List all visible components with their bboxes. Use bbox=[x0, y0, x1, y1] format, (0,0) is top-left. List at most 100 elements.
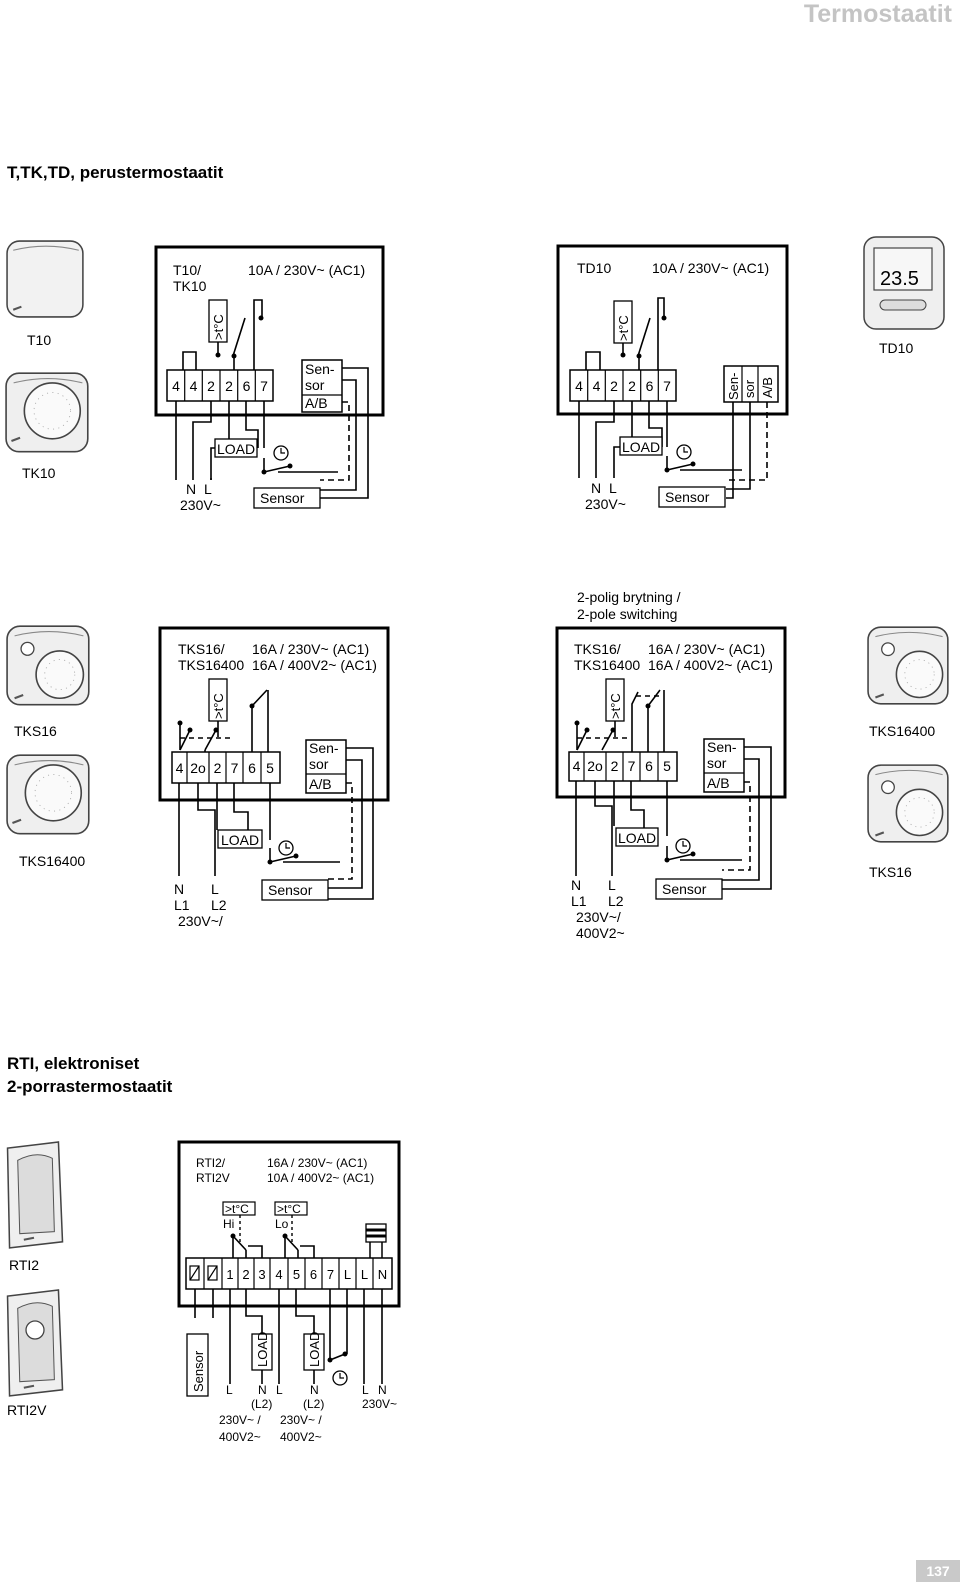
supply-l1: L1 bbox=[174, 897, 190, 913]
sensor-label-line2: sor bbox=[707, 755, 727, 771]
rating-label: 16A / 400V2~ (AC1) bbox=[648, 657, 773, 673]
sensor-label-line2: sor bbox=[742, 379, 757, 398]
model-label: TK10 bbox=[173, 278, 207, 294]
supply-n-l2: (L2) bbox=[303, 1397, 324, 1411]
supply-n: N bbox=[378, 1383, 387, 1397]
terminal-label: 2 bbox=[628, 378, 636, 394]
clock-icon bbox=[273, 445, 289, 461]
sensor-terminal-block: Sen- sor A/B bbox=[723, 365, 779, 403]
terminal-block: 4 2o 2 7 6 5 bbox=[171, 751, 281, 784]
thermostat-display: 23.5 bbox=[880, 268, 919, 290]
sensor-label-line1: Sen- bbox=[726, 373, 741, 400]
model-label: TD10 bbox=[577, 260, 611, 276]
temperature-symbol: >t°C bbox=[616, 315, 631, 341]
clock-icon bbox=[675, 838, 691, 854]
sensor-label-line2: sor bbox=[309, 756, 329, 772]
diagram-rti2: RTI2 RTI2V RTI2/ RTI2V 16A / 230V~ (AC1)… bbox=[6, 1140, 401, 1444]
rating-label: 16A / 230V~ (AC1) bbox=[267, 1156, 367, 1170]
hi-label: Hi bbox=[223, 1217, 234, 1231]
sensor-label-line1: Sen- bbox=[305, 361, 335, 377]
temperature-symbol: >t°C bbox=[608, 693, 623, 719]
terminal-label: 2o bbox=[587, 758, 603, 774]
enclosure bbox=[555, 626, 787, 799]
terminal-label: 6 bbox=[645, 758, 653, 774]
supply-n: N bbox=[258, 1383, 267, 1397]
terminal-label: 4 bbox=[573, 758, 581, 774]
terminal-label: 1 bbox=[226, 1267, 233, 1282]
model-label: TKS16400 bbox=[574, 657, 640, 673]
supply-n: N bbox=[310, 1383, 319, 1397]
terminal-label: 4 bbox=[190, 378, 198, 394]
terminal-label: 2 bbox=[610, 378, 618, 394]
terminal-label: L bbox=[344, 1267, 351, 1282]
model-label: TKS16400 bbox=[178, 657, 244, 673]
model-label: T10/ bbox=[173, 262, 201, 278]
model-label: RTI2V bbox=[196, 1171, 230, 1185]
supply-voltage-400: 400V2~ bbox=[576, 925, 625, 941]
supply-l2: L2 bbox=[211, 897, 227, 913]
section-title-basic: T,TK,TD, perustermostaatit bbox=[7, 163, 224, 182]
supply-l1: L1 bbox=[571, 893, 587, 909]
page-header-title: Termostaatit bbox=[803, 0, 952, 28]
load-label: LOAD bbox=[217, 441, 255, 457]
temperature-symbol-hi: >t°C bbox=[225, 1202, 249, 1216]
supply-voltage: 230V~ / bbox=[219, 1413, 261, 1427]
sensor-label: Sensor bbox=[191, 1350, 206, 1392]
rti2v-thermostat-image bbox=[6, 1288, 64, 1397]
rating-label: 16A / 230V~ (AC1) bbox=[252, 641, 369, 657]
rating-label: 10A / 230V~ (AC1) bbox=[248, 262, 365, 278]
supply-voltage-400: 400V2~ bbox=[219, 1430, 261, 1444]
load-label: LOAD bbox=[307, 1332, 322, 1367]
supply-l: L bbox=[608, 877, 616, 893]
load-label: LOAD bbox=[622, 439, 660, 455]
sensor-ab-label: A/B bbox=[305, 395, 328, 411]
diagram-t10-tk10: T10 TK10 T10/ TK10 10A / 230V~ (AC1) >t°… bbox=[5, 240, 385, 513]
enclosure bbox=[154, 245, 385, 417]
sensor-terminal-block: Sen- sor A/B bbox=[305, 739, 347, 794]
terminal-label: 4 bbox=[575, 378, 583, 394]
sensor-label: Sensor bbox=[665, 489, 710, 505]
model-label: TKS16/ bbox=[574, 641, 621, 657]
td10-thermostat-image: 23.5 bbox=[863, 236, 945, 330]
terminal-label: 4 bbox=[172, 378, 180, 394]
device-label-tks16400: TKS16400 bbox=[869, 723, 935, 739]
terminal-label: 7 bbox=[663, 378, 671, 394]
supply-l: L bbox=[609, 480, 617, 496]
rating-label: 10A / 400V2~ (AC1) bbox=[267, 1171, 374, 1185]
sensor-terminal-block: Sen- sor A/B bbox=[301, 359, 343, 413]
device-label-tks16: TKS16 bbox=[869, 864, 912, 880]
supply-l: L bbox=[362, 1383, 369, 1397]
supply-n: N bbox=[571, 877, 581, 893]
terminal-block: 4 4 2 2 6 7 bbox=[569, 369, 677, 402]
lo-label: Lo bbox=[275, 1217, 289, 1231]
switching-note: 2-pole switching bbox=[577, 606, 677, 622]
terminal-label: 6 bbox=[646, 378, 654, 394]
sensor-label: Sensor bbox=[268, 882, 313, 898]
terminal-label: 7 bbox=[260, 378, 268, 394]
sensor-input-icon bbox=[189, 1265, 218, 1281]
supply-voltage: 230V~ bbox=[180, 497, 221, 513]
device-label-rti2v: RTI2V bbox=[7, 1402, 47, 1418]
diagram-tks16-1pole: TKS16 TKS16400 TKS16/ TKS16400 16A / 230… bbox=[6, 625, 390, 929]
terminal-block: 1 2 3 4 5 6 7 L L N bbox=[185, 1257, 393, 1290]
device-label-tk10: TK10 bbox=[22, 465, 56, 481]
supply-voltage: 230V~/ bbox=[576, 909, 621, 925]
supply-voltage: 230V~ bbox=[585, 496, 626, 512]
load-label: LOAD bbox=[255, 1332, 270, 1367]
terminal-label: 6 bbox=[310, 1267, 317, 1282]
terminal-label: 4 bbox=[176, 760, 184, 776]
enclosure bbox=[177, 1140, 401, 1308]
tks16400-thermostat-image bbox=[867, 626, 949, 705]
terminal-label: 2 bbox=[214, 760, 222, 776]
terminal-block: 4 4 2 2 6 7 bbox=[166, 369, 274, 402]
terminal-label: 3 bbox=[258, 1267, 265, 1282]
switching-note: 2-polig brytning / bbox=[577, 589, 681, 605]
supply-voltage: 230V~ bbox=[362, 1397, 397, 1411]
temperature-symbol-lo: >t°C bbox=[277, 1202, 301, 1216]
model-label: TKS16/ bbox=[178, 641, 225, 657]
terminal-label: N bbox=[378, 1267, 387, 1282]
terminal-label: 7 bbox=[231, 760, 239, 776]
model-label: RTI2/ bbox=[196, 1156, 226, 1170]
terminal-label: 7 bbox=[628, 758, 636, 774]
terminal-label: 2 bbox=[225, 378, 233, 394]
